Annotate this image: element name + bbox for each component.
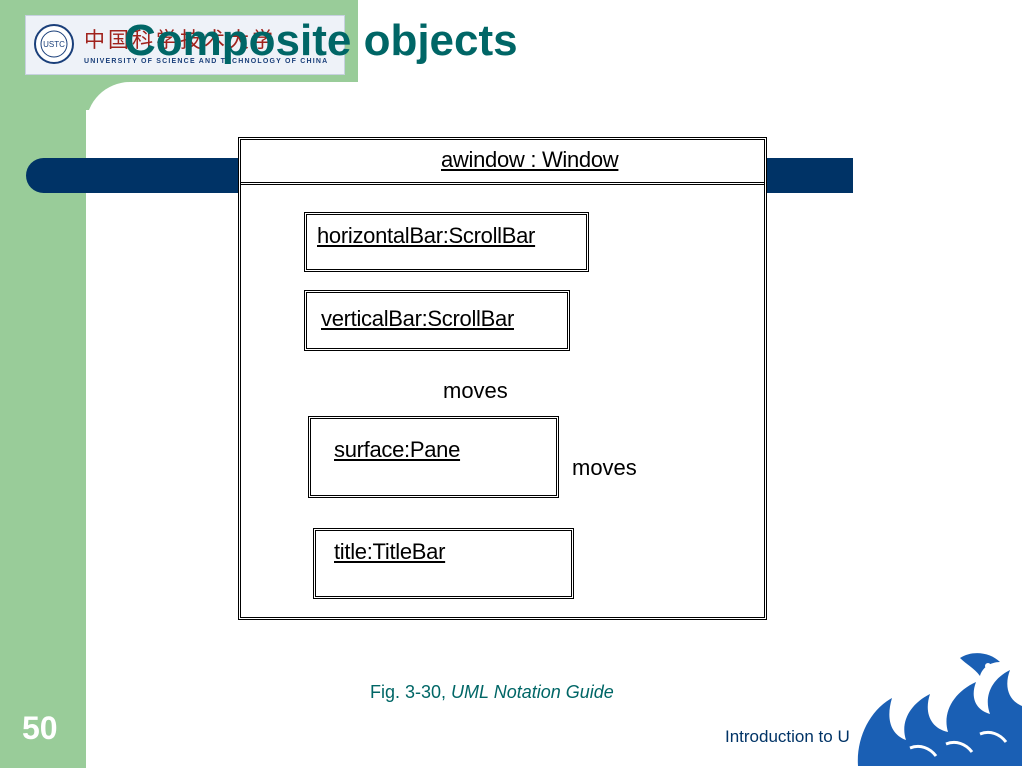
window-compartment-divider: [241, 182, 764, 185]
caption-source: UML Notation Guide: [451, 682, 614, 702]
logo-english-name: UNIVERSITY OF SCIENCE AND TECHNOLOGY OF …: [84, 58, 329, 65]
window-object-label: awindow : Window: [441, 147, 619, 172]
page-number: 50: [22, 710, 58, 746]
footer-text: Introduction to U: [725, 727, 850, 746]
vertical-moves-label: moves: [443, 378, 508, 403]
surface-pane-box: [308, 416, 559, 498]
sidebar-background: [0, 0, 86, 768]
horizontal-scrollbar-box: [304, 212, 589, 272]
horizontal-scrollbar-label: horizontalBar:ScrollBar: [317, 223, 536, 248]
surface-pane-label: surface:Pane: [334, 437, 461, 462]
dragon-emblem-icon: [857, 653, 1022, 766]
titlebar-label: title:TitleBar: [334, 539, 446, 564]
logo-chinese-name: 中国科学技术大学: [84, 28, 276, 52]
horizontal-moves-label: moves: [572, 455, 637, 480]
svg-text:USTC: USTC: [43, 40, 65, 49]
titlebar-box: [313, 528, 574, 599]
university-logo: USTC 中国科学技术大学 UNIVERSITY OF SCIENCE AND …: [25, 15, 345, 75]
vertical-scrollbar-label: verticalBar:ScrollBar: [321, 306, 514, 331]
vertical-scrollbar-box: [304, 290, 570, 351]
university-seal-icon: USTC: [34, 24, 74, 64]
slide-title: Composite objects: [124, 16, 518, 65]
figure-caption: Fig. 3-30, UML Notation Guide: [370, 682, 614, 703]
caption-prefix: Fig. 3-30,: [370, 682, 452, 702]
